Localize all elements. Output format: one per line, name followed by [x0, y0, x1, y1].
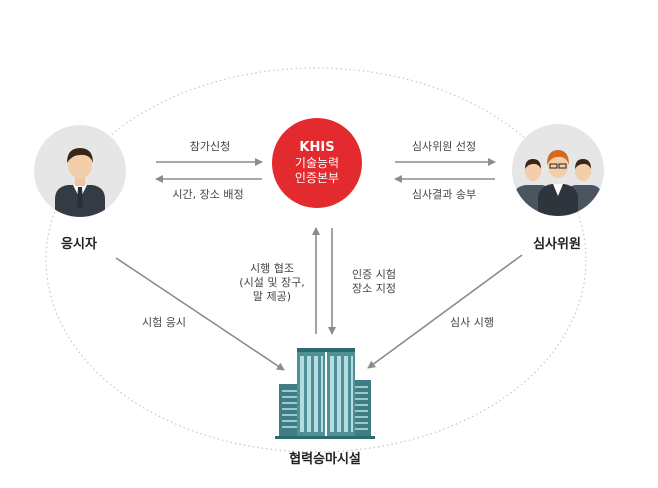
examiners-label: 심사위원 — [533, 237, 581, 252]
label-select-examiners: 심사위원 선정 — [411, 140, 477, 153]
label-cert-venue-2: 장소 지정 — [352, 282, 396, 295]
people-group-icon — [514, 150, 602, 216]
center-line-3: 인증본부 — [294, 171, 340, 185]
person-icon — [55, 148, 105, 217]
applicant-label: 응시자 — [61, 237, 97, 252]
label-take-exam: 시험 응시 — [142, 316, 186, 329]
label-test-coop-1: 시행 협조 — [250, 262, 294, 275]
label-apply: 참가신청 — [189, 140, 231, 153]
center-title: KHIS — [299, 140, 335, 155]
center-line-2: 기술능력 — [294, 156, 340, 170]
dotted-ring — [45, 67, 587, 453]
arrow-conduct-exam — [367, 254, 523, 369]
applicant-node — [34, 125, 126, 217]
label-send-results: 심사결과 송부 — [411, 188, 477, 201]
facility-label: 협력승마시설 — [289, 452, 361, 467]
label-test-coop-3: 말 제공) — [252, 290, 292, 303]
label-schedule: 시간, 장소 배정 — [172, 188, 244, 201]
center-certification-node: KHIS 기술능력 인증본부 — [272, 118, 362, 208]
label-cert-venue-1: 인증 시험 — [352, 268, 396, 281]
arrow-take-exam — [115, 257, 285, 371]
facility-building-icon — [275, 348, 375, 439]
label-test-coop-2: (시설 및 장구, — [239, 276, 305, 289]
label-conduct-exam: 심사 시행 — [450, 316, 494, 329]
examiners-node — [512, 124, 604, 216]
